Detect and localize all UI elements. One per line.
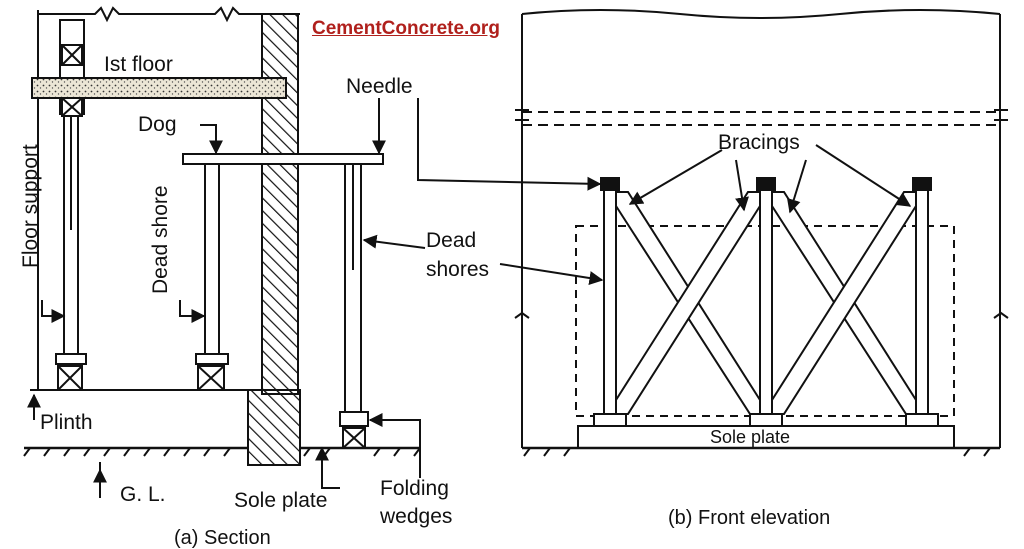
plinth [30,389,249,448]
caption-front-elevation: (b) Front elevation [668,507,831,529]
first-floor-slab [31,77,287,99]
front-elevation-view [417,9,1009,457]
elevation-post-1 [603,187,617,415]
label-dog: Dog [138,113,177,136]
elevation-top-wave [521,9,1001,19]
caption-section: (a) Section [174,527,271,549]
wall-footing [247,389,301,466]
label-needle: Needle [346,75,413,98]
label-floor-support: Floor support [19,144,42,268]
hatched-wall [261,13,299,395]
label-first-floor: Ist floor [104,53,173,76]
elevation-leaders [417,98,912,285]
needle-beam [182,153,384,165]
label-ground-level: G. L. [120,483,166,506]
label-dead-shore: Dead shore [149,185,172,294]
label-folding-wedges-1: Folding [380,477,449,500]
label-plinth: Plinth [40,411,93,434]
label-folding-wedges-2: wedges [380,505,453,528]
label-dead-shores-1: Dead [426,229,477,252]
label-sole-plate-section: Sole plate [234,489,328,512]
elevation-post-2 [759,187,773,415]
inner-dead-shore [204,163,220,357]
label-sole-plate-elevation: Sole plate [710,427,791,447]
label-bracings: Bracings [718,131,800,154]
label-dead-shores-2: shores [426,258,490,281]
watermark: CementConcrete.org [312,18,500,39]
section-top-break-line [38,6,300,23]
section-view [23,6,426,498]
elevation-post-3 [915,187,929,415]
section-leaders [27,98,426,498]
